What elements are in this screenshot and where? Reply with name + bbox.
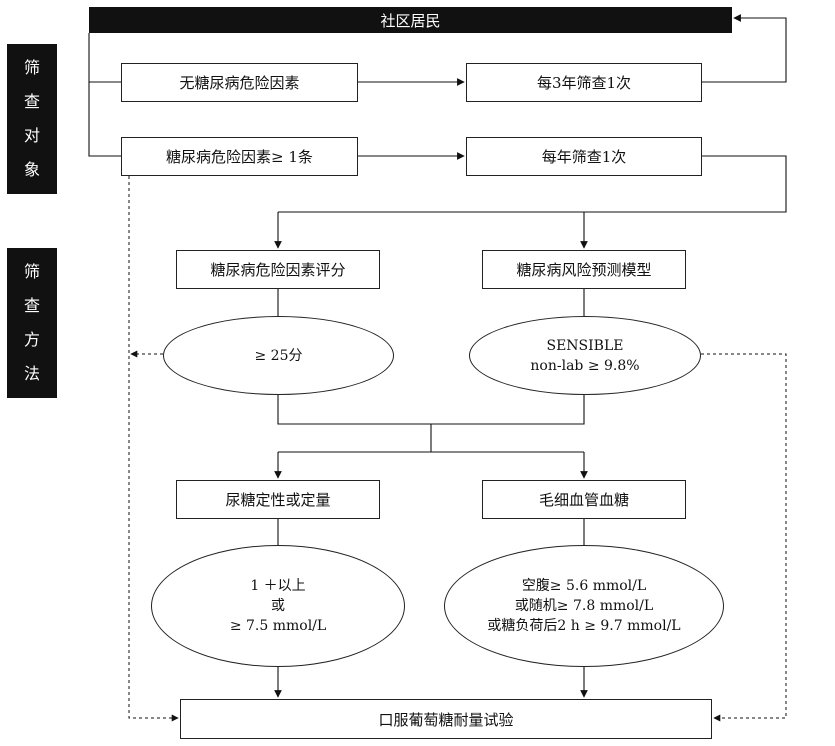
side-char: 方	[23, 330, 40, 349]
line-merge	[277, 395, 585, 425]
ellipse-score-threshold: ≥ 25分	[163, 316, 394, 395]
box-every-3-years: 每3年筛查1次	[466, 63, 702, 102]
side-label-method: 筛 查 方 法	[7, 248, 57, 398]
box-risk-score: 糖尿病危险因素评分	[176, 250, 380, 289]
side-char: 查	[23, 296, 40, 315]
ellipse-line: 或随机≥ 7.8 mmol/L	[514, 598, 654, 614]
arrow-every3-loop	[702, 14, 787, 83]
box-ogtt: 口服葡萄糖耐量试验	[180, 699, 712, 739]
ellipse-line: 或	[271, 598, 285, 614]
box-risk-model: 糖尿病风险预测模型	[482, 250, 686, 289]
line-top-to-hasrisk	[88, 82, 121, 157]
ellipse-line: ≥ 7.5 mmol/L	[229, 618, 327, 634]
box-capillary-glucose: 毛细血管血糖	[482, 480, 686, 519]
box-every-year: 每年筛查1次	[466, 137, 702, 176]
ellipse-line: 1 ＋以上	[250, 578, 306, 594]
line-every1-down	[278, 155, 787, 213]
ellipse-line: ≥ 25分	[254, 347, 303, 364]
side-char: 筛	[23, 58, 40, 77]
ellipse-line: SENSIBLE	[546, 337, 624, 354]
line-top-to-norisk	[88, 33, 121, 83]
ellipse-glucose-result: 空腹≥ 5.6 mmol/L 或随机≥ 7.8 mmol/L 或糖负荷后2 h …	[444, 545, 724, 667]
dashed-sensible-to-ogtt	[701, 353, 787, 722]
box-no-risk: 无糖尿病危险因素	[121, 63, 358, 102]
ellipse-line: 或糖负荷后2 h ≥ 9.7 mmol/L	[487, 618, 681, 634]
ellipse-urine-result: 1 ＋以上 或 ≥ 7.5 mmol/L	[151, 545, 405, 667]
ellipse-line: 空腹≥ 5.6 mmol/L	[521, 578, 647, 594]
box-urine-glucose: 尿糖定性或定量	[176, 480, 380, 519]
box-has-risk: 糖尿病危险因素≥ 1条	[121, 137, 358, 176]
line-merge-down	[278, 424, 432, 453]
side-char: 法	[23, 364, 40, 383]
ellipse-sensible: SENSIBLE non-lab ≥ 9.8%	[469, 316, 701, 395]
side-label-target: 筛 查 对 象	[7, 44, 57, 194]
side-char: 象	[23, 160, 40, 179]
side-char: 对	[23, 126, 40, 145]
side-char: 查	[23, 92, 40, 111]
ellipse-line: non-lab ≥ 9.8%	[530, 357, 640, 374]
dashed-hasrisk-to-ogtt	[128, 176, 179, 722]
community-residents-bar: 社区居民	[89, 7, 732, 33]
side-char: 筛	[23, 262, 40, 281]
